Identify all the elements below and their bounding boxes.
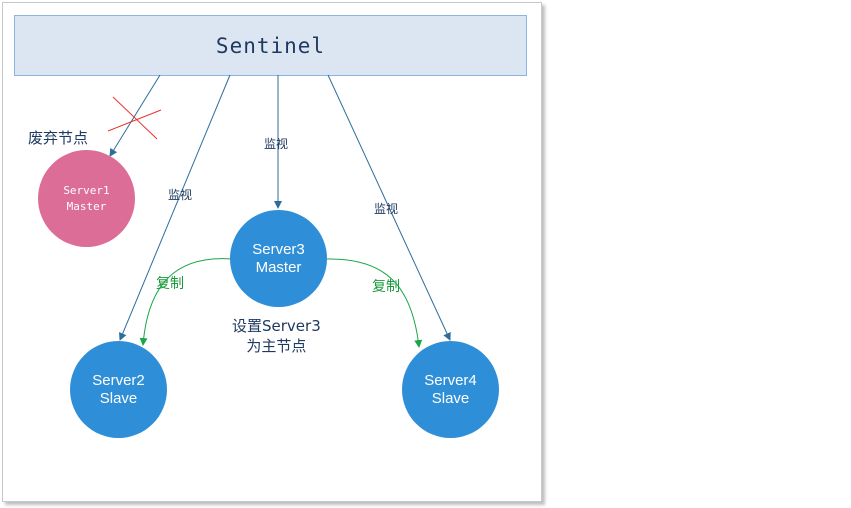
server4-role: Slave — [431, 389, 470, 407]
server1-name: Server1 — [63, 183, 110, 197]
monitor-edge-server4 — [327, 74, 451, 341]
server2-node: Server2 Slave — [70, 341, 167, 438]
monitor-label-server2: 监视 — [168, 188, 193, 202]
replicate-label-server2: 复制 — [156, 276, 184, 292]
monitor-edge-server2 — [118, 74, 231, 341]
server4-name: Server4 — [424, 371, 477, 389]
discard-cross-stroke-a — [112, 96, 158, 140]
server1-role: Master — [66, 199, 107, 213]
monitor-label-server3: 监视 — [264, 137, 289, 151]
replicate-label-server4: 复制 — [372, 279, 400, 295]
promote-note-line2: 为主节点 — [246, 337, 307, 356]
server3-role: Master — [255, 258, 302, 276]
replicate-edge-server4 — [326, 258, 423, 348]
promote-note-line1: 设置Server3 — [232, 317, 321, 335]
sentinel-label: Sentinel — [215, 33, 326, 58]
discard-cross-stroke-b — [107, 109, 162, 132]
sentinel-box: Sentinel — [14, 15, 527, 76]
server1-node: Server1 Master — [38, 150, 135, 247]
server2-name: Server2 — [92, 371, 145, 389]
server3-name: Server3 — [252, 240, 305, 258]
promote-note: 设置Server3 为主节点 — [232, 316, 321, 357]
monitor-edge-server1 — [109, 74, 161, 157]
server2-role: Slave — [99, 389, 138, 407]
server3-node: Server3 Master — [230, 210, 327, 307]
monitor-label-server4: 监视 — [374, 202, 399, 216]
replicate-edge-server2 — [139, 258, 233, 346]
server4-node: Server4 Slave — [402, 341, 499, 438]
discarded-node-label: 废弃节点 — [28, 129, 89, 147]
